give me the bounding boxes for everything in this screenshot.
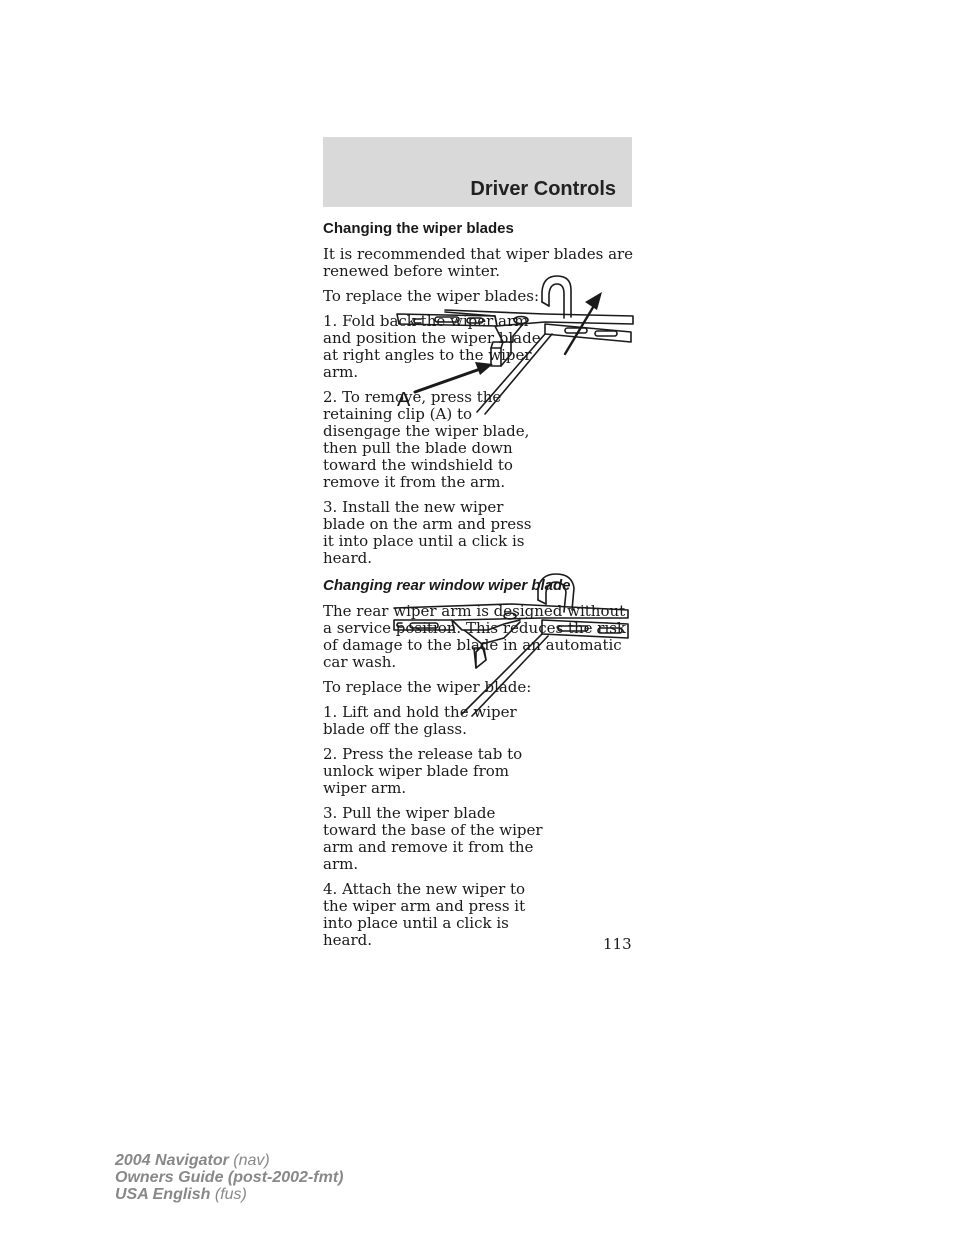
- section1-heading: Changing the wiper blades: [323, 220, 514, 237]
- section1-step-1: 1. Fold back the wiper arm and position …: [323, 312, 541, 381]
- document-footer: 2004 Navigator (nav) Owners Guide (post-…: [115, 1152, 343, 1203]
- section1-step-3: 3. Install the new wiper blade on the ar…: [323, 498, 532, 567]
- page-number: 113: [603, 935, 632, 953]
- section1-step-2: 2. To remove, press the retaining clip (…: [323, 388, 530, 491]
- page-content: Changing the wiper blades It is recommen…: [323, 220, 635, 957]
- footer-line-2: Owners Guide (post-2002-fmt): [115, 1169, 344, 1186]
- section2-intro: The rear wiper arm is designed without a…: [323, 602, 627, 671]
- footer-line-1: 2004 Navigator (nav): [115, 1152, 270, 1169]
- footer-line-3: USA English (fus): [115, 1186, 247, 1203]
- rear-wiper-illustration: [393, 573, 629, 717]
- clip-label-a: A: [397, 389, 411, 411]
- header-band: Driver Controls: [323, 137, 632, 207]
- section2-heading: Changing rear window wiper blade: [323, 577, 571, 594]
- section1-intro: It is recommended that wiper blades are …: [323, 245, 634, 280]
- section2-lead: To replace the wiper blade:: [323, 678, 532, 696]
- section-title: Driver Controls: [470, 178, 616, 200]
- section2-step-3: 3. Pull the wiper blade toward the base …: [323, 804, 543, 873]
- section2-step-4: 4. Attach the new wiper to the wiper arm…: [323, 880, 526, 949]
- section2-step-2: 2. Press the release tab to unlock wiper…: [323, 745, 523, 797]
- front-wiper-illustration: A: [396, 275, 634, 415]
- section1-lead: To replace the wiper blades:: [323, 287, 540, 305]
